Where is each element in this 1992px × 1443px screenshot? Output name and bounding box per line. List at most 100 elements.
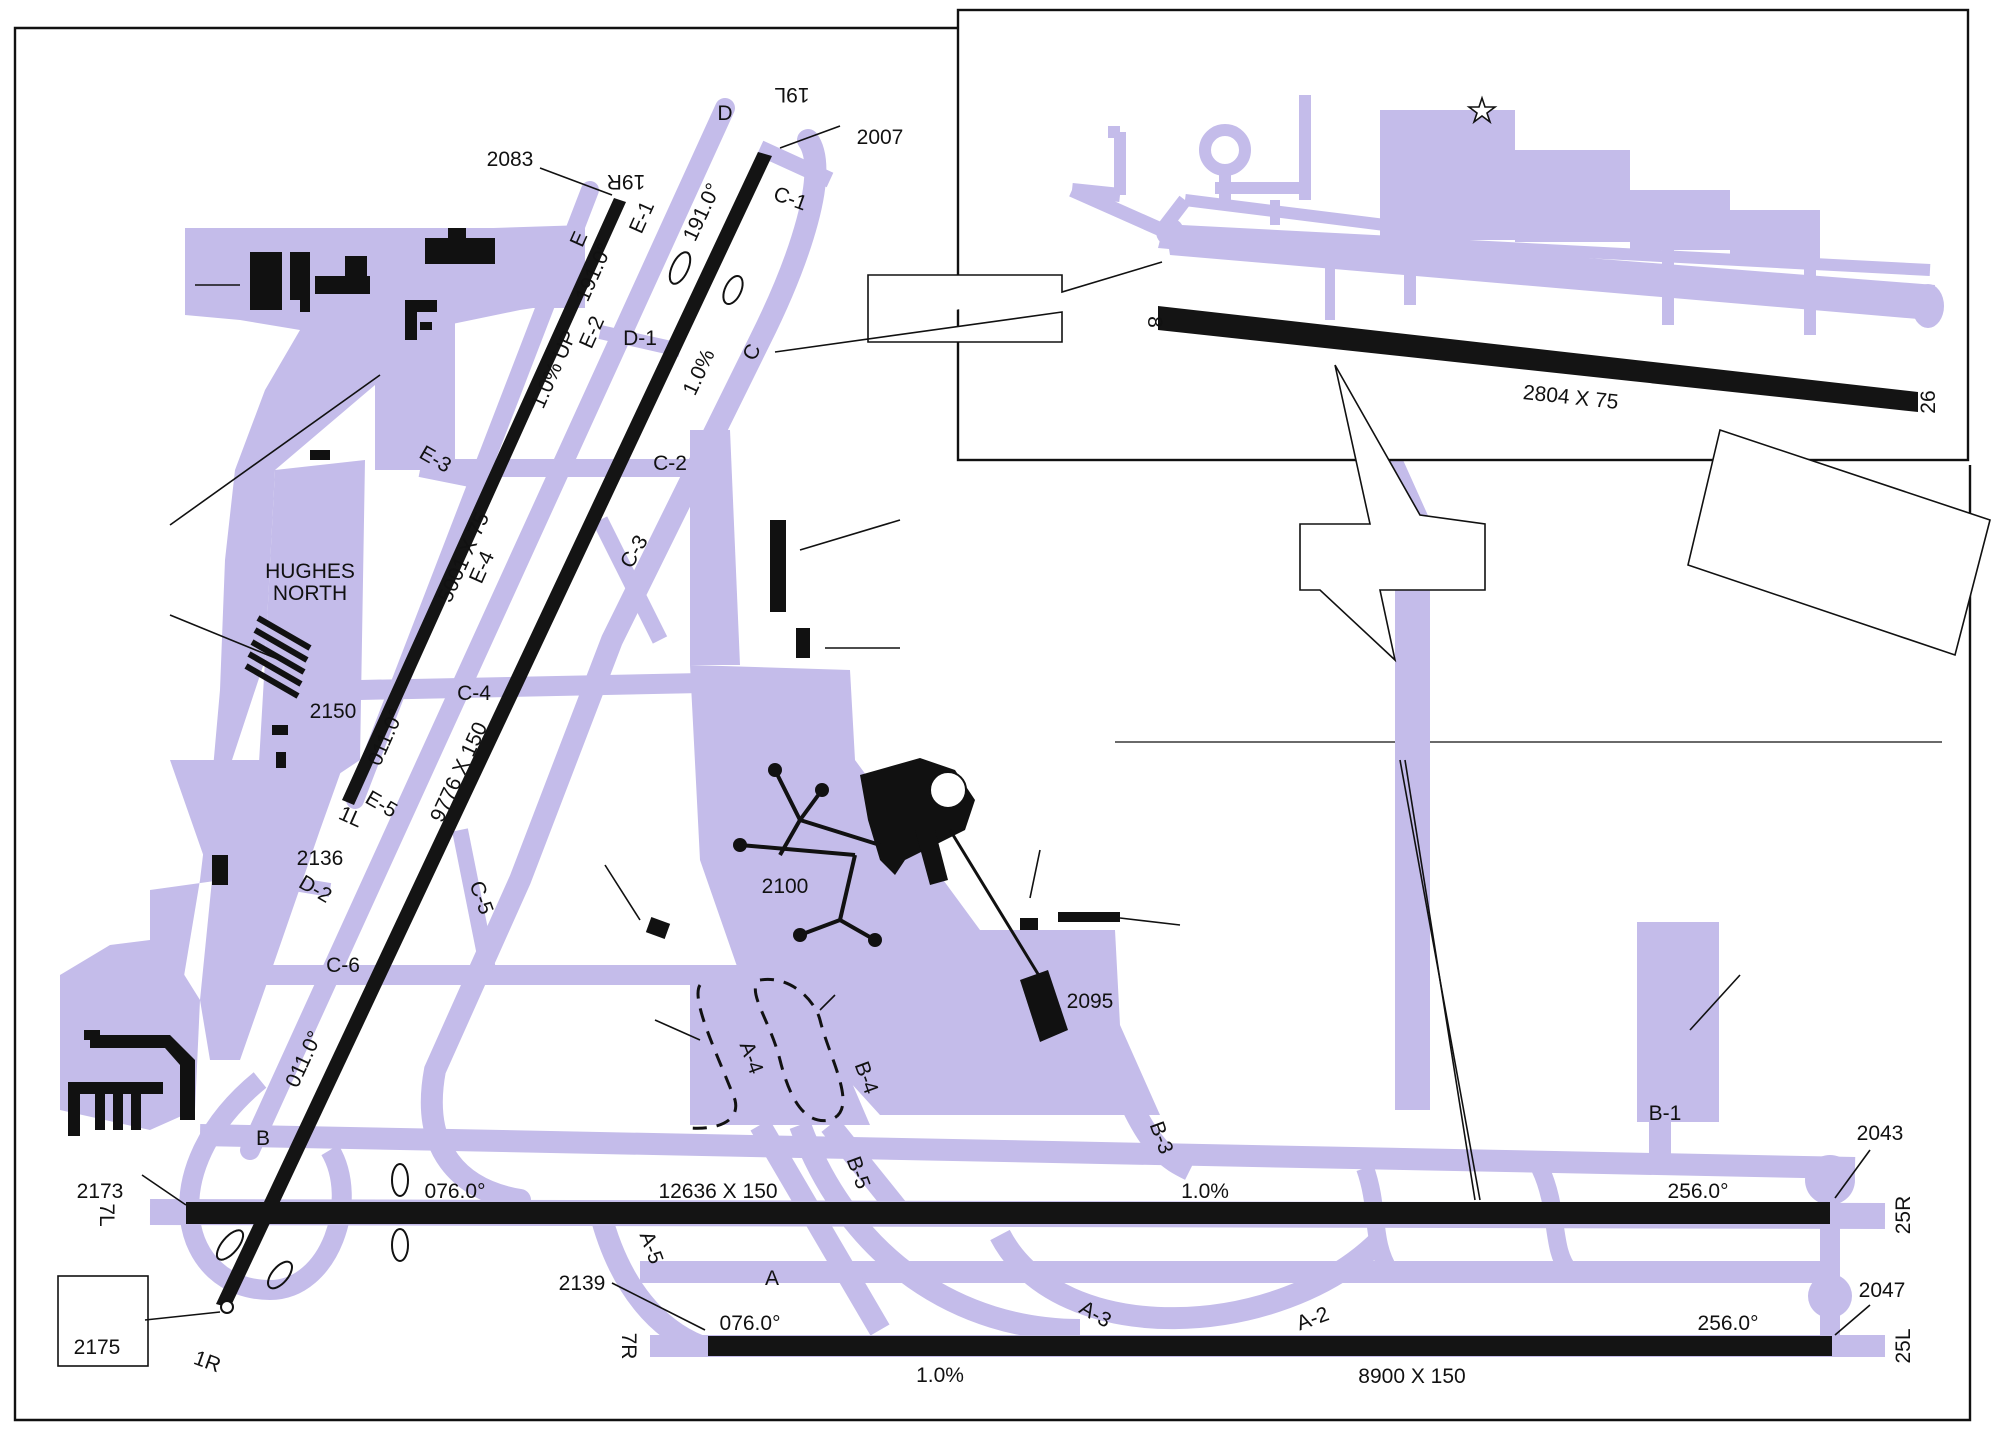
runway-end-1R: 1R [191, 1346, 224, 1377]
taxiway-label-E-2: E-2 [575, 313, 609, 352]
taxiway-label-A-2: A-2 [1293, 1302, 1332, 1335]
elevation-2100: 2100 [762, 875, 809, 898]
star-icon [1466, 95, 1498, 125]
leader-lines [141, 125, 1871, 1336]
runway-end-7L: 7L [95, 1203, 118, 1226]
building-east-c3-2 [796, 628, 810, 658]
grade-1R-19L: 1.0% [679, 346, 720, 399]
runway-7R-25L [708, 1336, 1832, 1356]
inset-callout [774, 261, 1163, 353]
inset-pointer [1299, 364, 1991, 1201]
building-hughes-1 [310, 450, 330, 460]
turn-pad-25R [1805, 1155, 1855, 1205]
dashed-loop-A-4 [689, 984, 738, 1130]
taxiway-B [199, 1124, 1856, 1179]
inset-taxiways [1069, 95, 1944, 335]
taxiway-label-D: D [717, 102, 732, 125]
runway-1R-threshold-dot [220, 1300, 234, 1314]
runway-1L-19R [342, 198, 626, 805]
runway-7L-25R-dimensions: 12636 X 150 [658, 1180, 777, 1203]
elevation-2136: 2136 [297, 847, 344, 870]
taxiway-A-2 [990, 1229, 1388, 1330]
taxiway-label-B: B [256, 1127, 270, 1150]
elevation-2083: 2083 [487, 148, 534, 171]
runway-end-7R: 7R [617, 1333, 640, 1360]
runway-end-25R: 25R [1892, 1196, 1915, 1235]
building-2095-east-2 [1058, 912, 1120, 922]
northwest-apron [60, 225, 585, 1110]
taxiway-A-5 [589, 1209, 705, 1357]
elevation-2095: 2095 [1067, 990, 1114, 1013]
taxiway-label-D-1: D-1 [623, 327, 657, 350]
elevation-2047: 2047 [1859, 1279, 1906, 1302]
north-hangar-apron [185, 228, 585, 308]
east-apron [1637, 922, 1719, 1122]
runway-end-25L: 25L [1892, 1328, 1915, 1363]
building-east-c3-1 [770, 520, 786, 612]
runway-7L-25R [186, 1202, 1830, 1224]
taxiway-label-C-4: C-4 [457, 682, 491, 705]
elevation-2150: 2150 [310, 700, 357, 723]
building-2095-east-1 [1020, 918, 1038, 930]
taxiway-A-4 [750, 1119, 890, 1336]
heading-076-7L: 076.0° [425, 1180, 486, 1203]
taxiway-label-B-1: B-1 [1649, 1102, 1682, 1125]
taxiway-label-A: A [765, 1267, 779, 1290]
heading-076-7R: 076.0° [720, 1312, 781, 1335]
hughes-north-hangars [244, 615, 312, 699]
elevation-2139: 2139 [559, 1272, 606, 1295]
central-north-apron [690, 430, 740, 665]
runway-end-19R: 19R [607, 170, 646, 193]
connector-east-2 [1531, 1164, 1578, 1279]
taxiway-C-1 [756, 140, 834, 188]
elevation-2175: 2175 [74, 1336, 121, 1359]
taxiway-C [420, 129, 827, 1211]
area-hughes-north-line2: NORTH [273, 582, 347, 605]
grade-7R-25L: 1.0% [916, 1364, 964, 1387]
building-2150-1 [272, 725, 288, 735]
runway-end-1L: 1L [335, 802, 366, 833]
inset-runway [1158, 306, 1918, 412]
taxiway-label-C-2: C-2 [653, 452, 687, 475]
building-2136 [212, 855, 228, 885]
taxiway-A-3 [789, 1121, 1081, 1341]
inset-runway-end-east: 26 [1917, 390, 1940, 413]
hold-markers [215, 251, 744, 1290]
area-hughes-north-line1: HUGHES [265, 560, 355, 583]
building-c6 [645, 917, 671, 939]
grade-7L-25R: 1.0% [1181, 1180, 1229, 1203]
elevation-2007: 2007 [857, 126, 904, 149]
taxiway-C-4 [359, 670, 851, 700]
elevation-2173: 2173 [77, 1180, 124, 1203]
building-2150-2 [276, 752, 286, 768]
diagram-frame [13, 26, 1972, 1422]
taxiway-B-5 [821, 1118, 909, 1219]
heading-256-25L: 256.0° [1698, 1312, 1759, 1335]
north-hangar-complex [250, 228, 495, 340]
elevation-2043: 2043 [1857, 1122, 1904, 1145]
inset-access [1350, 420, 1430, 1110]
runways [186, 152, 1832, 1356]
dashed-outlines [689, 977, 845, 1130]
southwest-hangar-complex [68, 1030, 195, 1136]
taxiway-C-5 [452, 828, 498, 982]
hughes-north-apron [258, 460, 365, 800]
turn-pad-25L [1808, 1274, 1852, 1318]
taxiway-label-E-1: E-1 [625, 198, 659, 237]
west-corridor [170, 760, 345, 1060]
buildings [68, 228, 1120, 1136]
elevation-2175-box [57, 1275, 149, 1367]
inset-diagram: 8 26 2804 X 75 [774, 8, 1991, 1201]
inset-star [1466, 95, 1498, 125]
taxiway-C-3 [592, 516, 668, 644]
runway-7R-25L-dimensions: 8900 X 150 [1358, 1365, 1465, 1388]
main-terminal [733, 758, 1068, 1042]
heading-256-25R: 256.0° [1668, 1180, 1729, 1203]
south-infield [690, 985, 870, 1125]
dashed-loop-B-4 [753, 977, 845, 1123]
runway-end-19L: 19L [774, 83, 809, 106]
inset-runway-end-west: 8 [1143, 316, 1166, 328]
taxiway-E-3 [418, 463, 472, 487]
taxiway-D-2 [268, 873, 332, 897]
